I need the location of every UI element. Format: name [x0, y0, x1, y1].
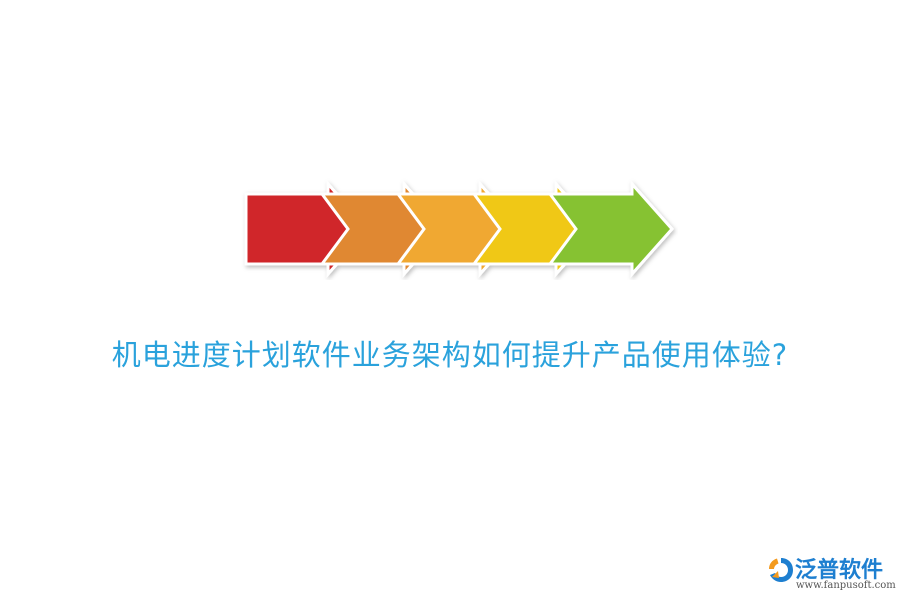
arrow-step-5: [547, 180, 675, 278]
brand-logo[interactable]: 泛普软件 www.fanpusoft.com: [766, 549, 896, 597]
fanpu-logo-icon: [769, 558, 793, 582]
progress-arrows-graphic: [244, 180, 675, 278]
logo-url: www.fanpusoft.com: [796, 580, 896, 591]
logo-name: 泛普软件: [795, 558, 884, 583]
page-title: 机电进度计划软件业务架构如何提升产品使用体验?: [111, 338, 789, 372]
